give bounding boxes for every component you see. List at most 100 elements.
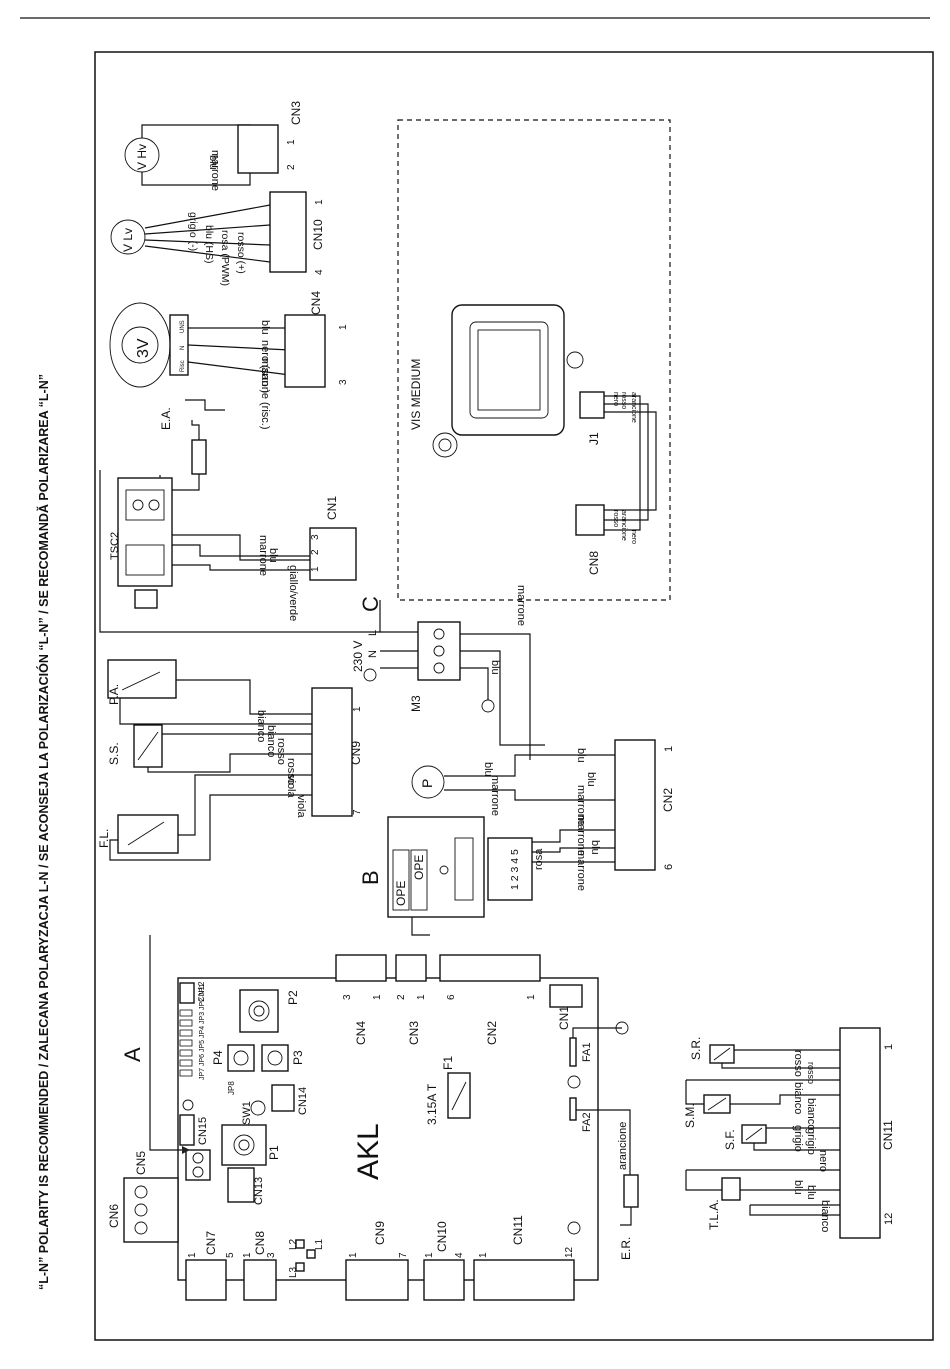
- cn11-wire-3: bianco: [792, 1082, 804, 1114]
- led-l2: [306, 1249, 316, 1259]
- pump-wire-marrone-label: marrone: [489, 775, 501, 816]
- cn11-group: CN11 1 12 rosso rosso bianco bianco grig…: [683, 1027, 895, 1239]
- led-l3: [295, 1262, 305, 1272]
- tla-wire-1-drop: [685, 1170, 722, 1191]
- cn3-pin-1: 1: [416, 994, 427, 1000]
- sm-wire-2: [730, 1094, 840, 1105]
- vlv-wire-3: [144, 239, 271, 246]
- j1-wire-c: [604, 411, 657, 511]
- cn10-header: [423, 1259, 465, 1301]
- cn7-label: CN7: [204, 1231, 218, 1255]
- sf-label: S.F.: [723, 1129, 737, 1150]
- three-way-valve: 3V UNS N Risc blu nero (san.) marrone (r…: [109, 291, 349, 430]
- c-neutral-wire-label: blu: [489, 660, 501, 675]
- tsc2-label: TSC2: [109, 532, 121, 560]
- cn9-header: [345, 1259, 409, 1301]
- fl-switch-contact: [127, 821, 165, 846]
- er-label: E.R.: [619, 1237, 633, 1260]
- cn9-pin-1: 1: [348, 1252, 359, 1258]
- cn11-wire-5: grigio: [792, 1125, 804, 1152]
- mains-terminal-m3: 230 V N L M3 marrone blu: [351, 585, 545, 760]
- l3-label: L3: [288, 1266, 299, 1278]
- j1-wire-arancione: arancione: [630, 392, 637, 423]
- p1-label: P1: [267, 1145, 281, 1160]
- j1-wire-a: [604, 395, 641, 531]
- three-way-wire-3: [187, 361, 291, 376]
- ope-wire-rosa: rosa: [533, 848, 545, 870]
- fuse-ref: F1: [441, 1056, 455, 1070]
- cn9-pin-1-top: 1: [352, 706, 363, 712]
- vis-medium-label: VIS MEDIUM: [409, 359, 423, 430]
- jumper-6: [179, 1059, 193, 1067]
- cn4-pin-3-top: 3: [338, 379, 349, 385]
- tsc2-plug: [134, 589, 158, 609]
- akl-board: AKL 3.15A T F1 P2 P4 P3 SW1 P1 CN14 CN13: [107, 935, 639, 1301]
- board-hole-1: [182, 1099, 194, 1111]
- vhv-label: V Hv: [135, 144, 149, 170]
- board-name: AKL: [352, 1123, 385, 1180]
- cn1-pin-2: 2: [310, 549, 321, 555]
- cn4-pin-1: 1: [372, 994, 383, 1000]
- power-ground-icon: [363, 668, 377, 682]
- tsc2-wire-3: [172, 564, 320, 571]
- cn6-screw-1: [134, 1185, 148, 1199]
- tla-label: T.L.A.: [707, 1199, 721, 1230]
- cn10-pin-4-top: 4: [314, 269, 325, 275]
- vis-medium-boundary: [397, 119, 671, 601]
- cn11-pin-1: 1: [478, 1252, 489, 1258]
- cn8-pin-3: 3: [266, 1252, 277, 1258]
- cn4-pin-1-top: 1: [338, 324, 349, 330]
- board-hole-3: [567, 1221, 581, 1235]
- j1-connector: [579, 391, 605, 419]
- power-l: L: [367, 630, 379, 636]
- vhv-wire-blu: blu: [207, 155, 219, 170]
- p3-button: [261, 1044, 289, 1072]
- cn1-wire-marrone: marrone: [257, 535, 269, 576]
- cn10-label: CN10: [311, 219, 325, 250]
- cn2-wire-4: marrone: [575, 815, 587, 856]
- cn14-header: [271, 1084, 295, 1112]
- cn13-header: [227, 1167, 255, 1203]
- tsc2-top-recess: [125, 489, 165, 521]
- m3-line-wire: [460, 633, 531, 760]
- cn7-header: [185, 1259, 227, 1301]
- three-way-pin-uns: UNS: [180, 320, 186, 333]
- m3-label: M3: [409, 695, 423, 712]
- section-a-label: A: [120, 1047, 145, 1062]
- three-way-valve-core: [121, 326, 159, 364]
- cn2-wire-1: blu: [575, 748, 587, 763]
- pa-wire-2: [119, 698, 312, 725]
- cn10-pin-1-top: 1: [314, 199, 325, 205]
- tsc2-bottom-recess: [125, 544, 165, 576]
- cn13-label: CN13: [253, 1177, 265, 1205]
- fl-switch-body: [117, 814, 179, 854]
- cn9-wire-5: viola: [285, 775, 297, 799]
- jumper-1: [179, 1009, 193, 1017]
- p3-button-cap: [267, 1050, 283, 1066]
- fl-label: F.L.: [97, 829, 111, 848]
- fa1-ground-wire: [572, 1027, 622, 1038]
- tsc2-transformer: TSC2: [99, 470, 381, 633]
- cn11-wire-6: grigio: [805, 1128, 817, 1155]
- m3-screw-n: [433, 645, 445, 657]
- vis-medium-mount: [432, 432, 458, 458]
- pa-switch-body: [107, 659, 177, 699]
- cn2-terminal-block: [439, 954, 541, 982]
- sm-sensor-mark: [707, 1097, 727, 1111]
- tsc2-terminal-1: [132, 499, 144, 511]
- m3-screw-ground: [433, 662, 445, 674]
- cn11-label-bottom: CN11: [511, 1215, 525, 1245]
- pump-wire-blu: [444, 754, 615, 777]
- cn9-wire-2: bianco: [265, 725, 277, 757]
- cn1-pin-1: 1: [310, 566, 321, 572]
- cn11-pin-12: 12: [564, 1246, 575, 1258]
- cn7-pin-5: 5: [225, 1252, 236, 1258]
- cn4-label: CN4: [309, 291, 323, 315]
- cn11-wire-1: rosso: [792, 1050, 804, 1077]
- fa2-label: FA2: [581, 1112, 593, 1132]
- er-lead: [620, 1207, 632, 1226]
- cn8-connector: [575, 504, 605, 536]
- tsc2-wire-1: [172, 534, 320, 561]
- vlv-valve: V Lv grigio (-) blu (HS) rosa (PWM) ross…: [110, 191, 325, 286]
